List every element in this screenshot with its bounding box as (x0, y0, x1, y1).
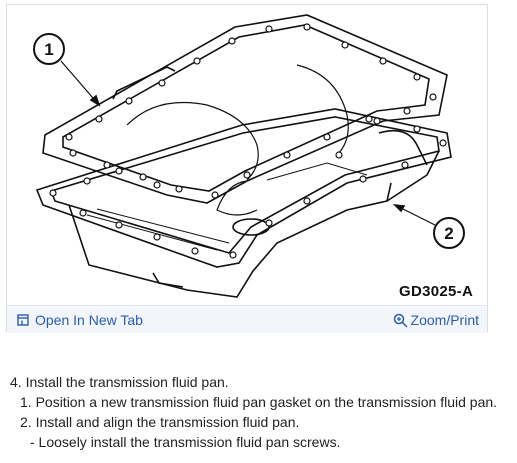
transmission-pan-diagram: 1 2 (33, 14, 465, 298)
gasket-tab (112, 66, 176, 100)
substep-1: 1. Position a new transmission fluid pan… (20, 394, 498, 410)
figure-code: GD3025-A (399, 283, 474, 300)
gasket-holes (65, 23, 437, 199)
callout-2-circle (433, 217, 465, 249)
pan-rib-3 (266, 162, 368, 181)
figure-toolbar: Open In New Tab Zoom/Print (7, 305, 487, 333)
inner-curve-3 (216, 180, 258, 216)
pan-holes (49, 117, 447, 259)
gasket-outer (42, 14, 448, 204)
callout-1-arrowhead (89, 94, 101, 107)
zoom-print-label: Zoom/Print (410, 312, 479, 328)
zoom-print-link[interactable]: Zoom/Print (393, 312, 479, 328)
instruction-steps: 4. Install the transmission fluid pan. 1… (10, 372, 497, 452)
open-in-new-tab-icon (17, 314, 29, 326)
open-in-new-tab-link[interactable]: Open In New Tab (17, 312, 143, 328)
gasket-inner (62, 24, 430, 192)
pan-body-right (386, 150, 440, 202)
open-in-new-tab-label: Open In New Tab (35, 312, 143, 328)
pan-right-curve (378, 129, 428, 166)
inner-curve-2 (296, 64, 349, 156)
pan-sump (152, 272, 184, 288)
pan-rib-2 (96, 208, 230, 244)
callout-2-label: 2 (444, 224, 453, 243)
substep-2: 2. Install and align the transmission fl… (20, 414, 300, 430)
callout-1-circle (33, 33, 65, 65)
magnifier-zoom-icon (393, 313, 408, 328)
figure-card: 1 2 GD3025-A Open In New Tab Zoom/Print (6, 4, 488, 333)
pan-rim (49, 116, 440, 254)
bullet-1: - Loosely install the transmission fluid… (30, 434, 341, 450)
pan-drain (232, 218, 270, 236)
pan-flange (35, 108, 452, 268)
callout-1-label: 1 (44, 40, 53, 59)
pan-body (68, 182, 392, 298)
inner-curve-1 (126, 102, 259, 181)
step-4: 4. Install the transmission fluid pan. (10, 374, 229, 390)
pan-rib-1 (86, 214, 218, 251)
callout-2-arrowhead (392, 203, 406, 213)
